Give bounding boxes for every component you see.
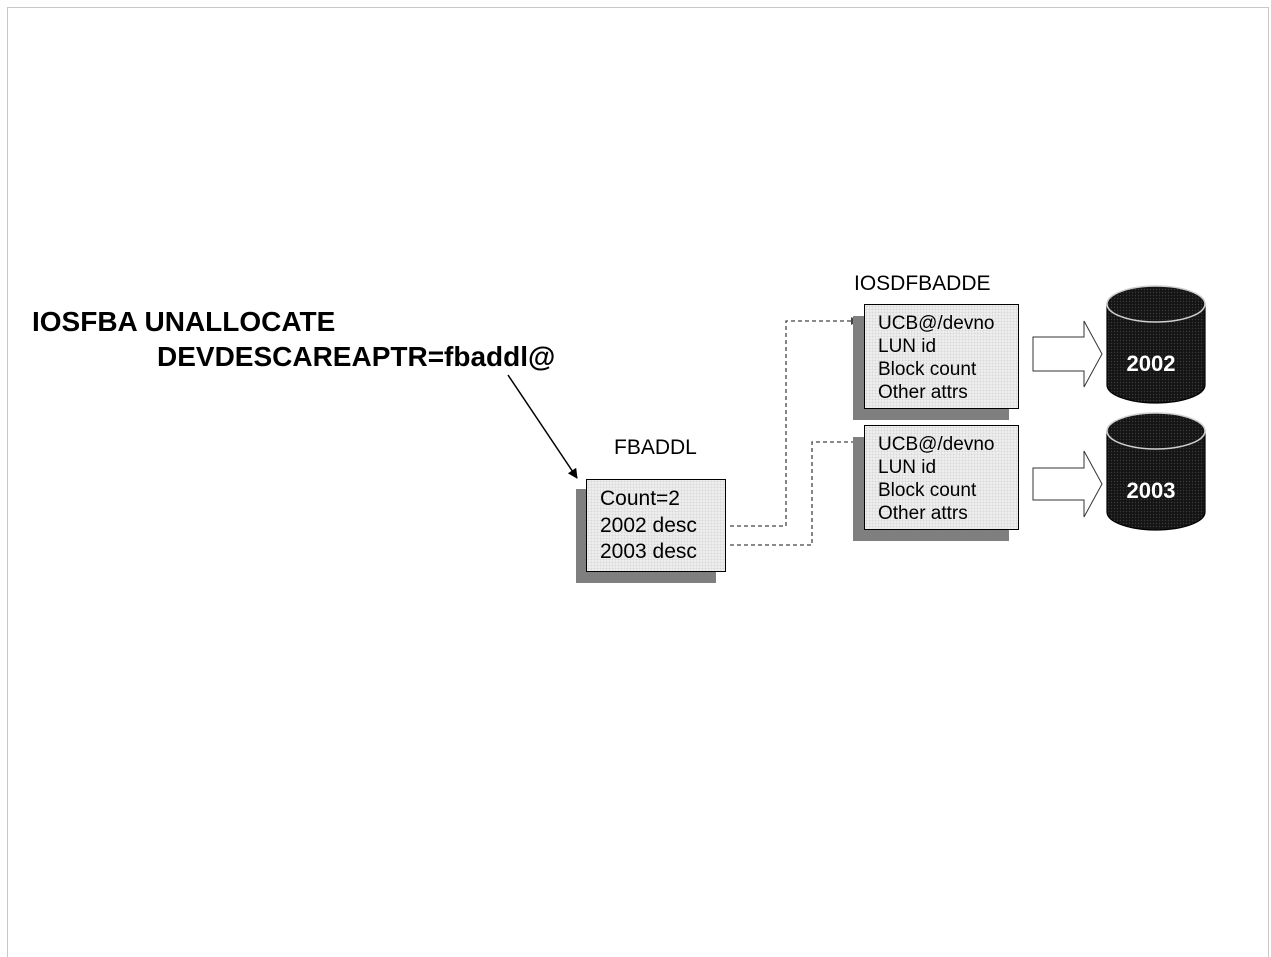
descriptor-1-other-attrs: Other attrs bbox=[878, 382, 968, 403]
slide-frame bbox=[7, 7, 1269, 957]
descriptor-1-box: UCB@/devno LUN id Block count Other attr… bbox=[864, 304, 1019, 409]
fbaddl-box: Count=2 2002 desc 2003 desc bbox=[586, 479, 726, 572]
block-arrow-2002 bbox=[1032, 320, 1103, 388]
descriptor-2-box: UCB@/devno LUN id Block count Other attr… bbox=[864, 425, 1019, 530]
descriptor-1-ucb: UCB@/devno bbox=[878, 313, 995, 334]
descriptor-2-other-attrs: Other attrs bbox=[878, 503, 968, 524]
block-arrow-2003 bbox=[1032, 450, 1103, 518]
fbaddl-2002-desc: 2002 desc bbox=[600, 513, 697, 537]
link-2003-desc bbox=[730, 438, 863, 546]
descriptor-1-block-count: Block count bbox=[878, 359, 977, 380]
command-line-1: IOSFBA UNALLOCATE bbox=[32, 306, 336, 337]
disk-2002-label: 2002 bbox=[1126, 351, 1176, 376]
descriptor-2-ucb: UCB@/devno bbox=[878, 434, 995, 455]
descriptor-2-block-count: Block count bbox=[878, 480, 977, 501]
command-line-2: DEVDESCAREAPTR=fbaddl@ bbox=[157, 341, 556, 372]
fbaddl-2003-desc: 2003 desc bbox=[600, 540, 697, 563]
descriptor-1-lun: LUN id bbox=[878, 336, 937, 357]
fbaddl-title: FBADDL bbox=[614, 436, 697, 459]
disk-2003-label: 2003 bbox=[1126, 478, 1176, 503]
fbaddl-count: Count=2 bbox=[600, 487, 680, 510]
link-2002-desc bbox=[730, 317, 859, 527]
disk-2002 bbox=[1106, 285, 1206, 404]
descriptor-2-lun: LUN id bbox=[878, 457, 937, 478]
pointer-arrow bbox=[507, 374, 578, 479]
disk-2003 bbox=[1106, 412, 1206, 531]
descriptor-title: IOSDFBADDE bbox=[854, 272, 991, 295]
